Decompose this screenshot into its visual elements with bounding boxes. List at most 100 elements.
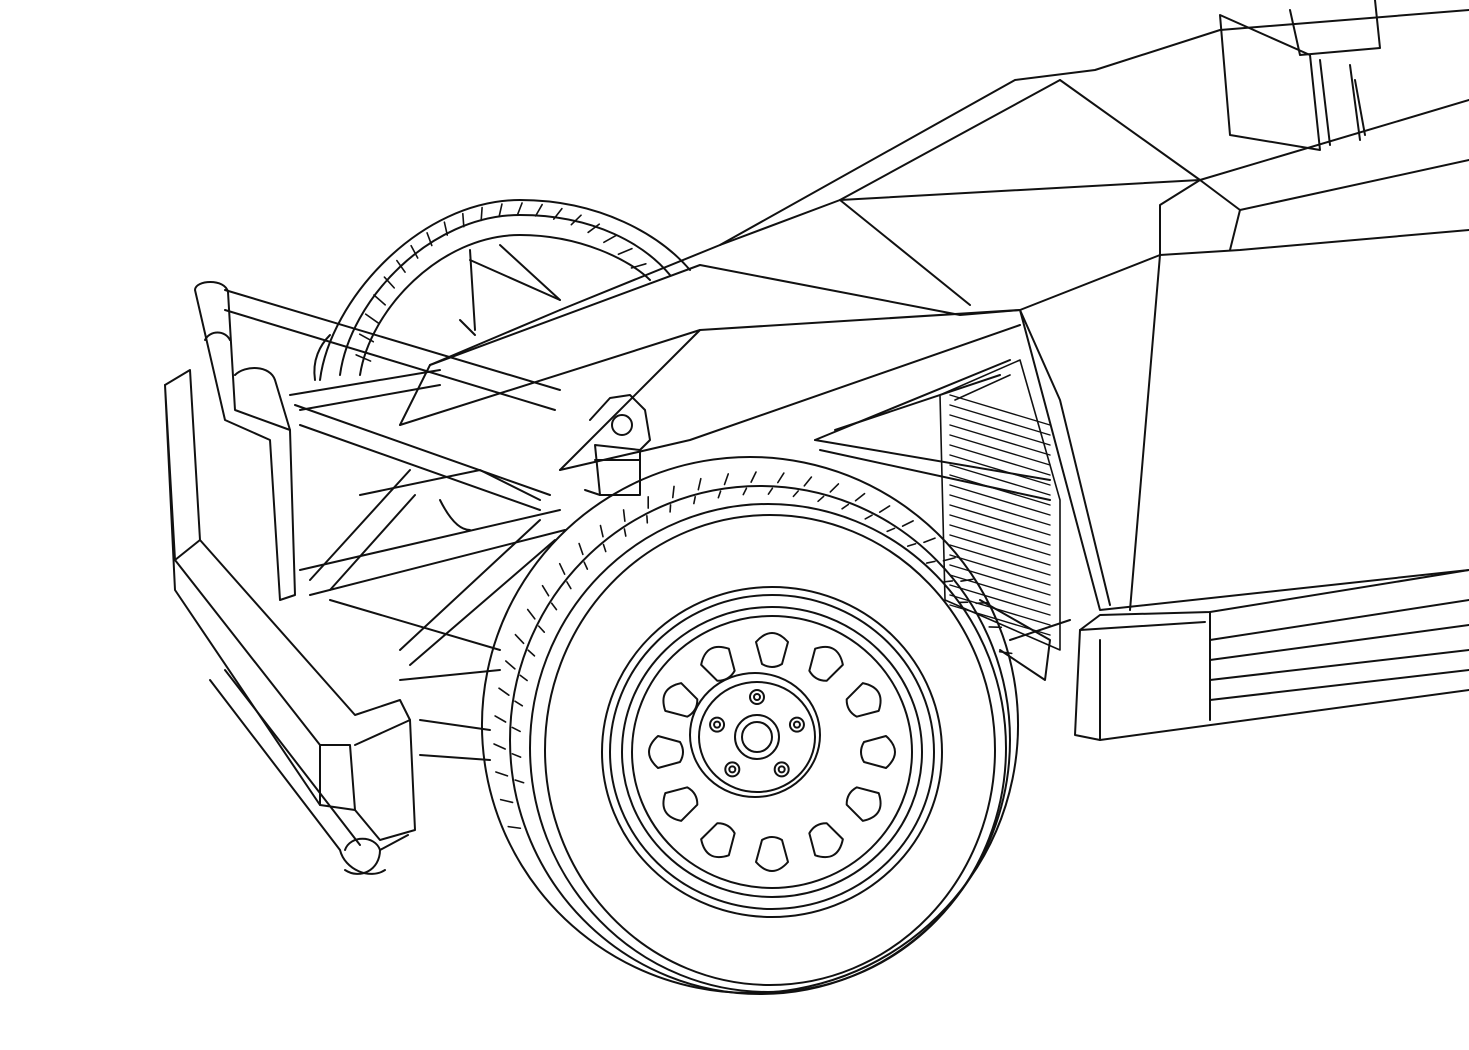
- grille-slat: [949, 434, 1051, 466]
- tread-mark: [841, 503, 850, 510]
- tread-mark: [383, 276, 395, 289]
- tread-mark: [878, 505, 891, 513]
- wheel-lug-nuts: [709, 689, 805, 778]
- tread-mark: [630, 262, 647, 269]
- grille-slat: [949, 394, 1051, 426]
- front-frame: [224, 289, 1071, 761]
- tread-mark: [537, 625, 546, 633]
- rim-hole: [662, 786, 699, 822]
- tread-mark: [358, 333, 375, 343]
- grille-hatching: [949, 394, 1051, 636]
- lug-nut-center: [777, 765, 786, 774]
- grille-slat: [949, 484, 1051, 516]
- tread-mark: [493, 743, 506, 750]
- grille-slat: [949, 424, 1051, 456]
- rim-hole: [648, 735, 684, 769]
- tread-mark: [511, 753, 522, 758]
- grille-slat: [949, 514, 1051, 546]
- rim-hole: [700, 645, 736, 682]
- side-skirt: [1074, 569, 1469, 741]
- rim-hole: [808, 822, 844, 859]
- grille-slat: [949, 444, 1051, 476]
- tread-mark: [519, 674, 528, 682]
- grille-slat: [949, 494, 1051, 526]
- tread-mark: [410, 244, 419, 259]
- front-bumper: [164, 281, 416, 875]
- tread-mark: [498, 203, 503, 218]
- tread-mark: [767, 487, 774, 495]
- tread-mark: [443, 221, 449, 236]
- rim-hole: [755, 632, 789, 668]
- tread-mark: [998, 650, 1013, 655]
- tread-mark: [558, 562, 566, 575]
- tread-mark: [494, 715, 507, 723]
- rim-hole: [662, 682, 699, 718]
- tread-mark: [480, 206, 483, 222]
- grille-slat: [949, 594, 1051, 626]
- tread-mark: [854, 492, 866, 502]
- tread-mark: [906, 542, 917, 547]
- tread-mark: [495, 771, 509, 777]
- tread-mark: [566, 581, 572, 590]
- rim-hole: [845, 786, 882, 822]
- tread-mark: [717, 490, 722, 499]
- grille-slat: [949, 564, 1051, 596]
- tread-mark: [505, 660, 516, 670]
- grille-slat: [949, 464, 1051, 496]
- tread-mark: [514, 779, 525, 784]
- tread-mark: [693, 495, 697, 505]
- tread-mark: [829, 483, 840, 493]
- lug-nut-center: [753, 693, 761, 701]
- front-wheel-tread: [493, 471, 1013, 830]
- tread-mark: [803, 476, 813, 487]
- tread-mark: [570, 214, 582, 226]
- wheel-rim-holes: [648, 632, 896, 872]
- tread-mark: [552, 207, 563, 220]
- tread-mark: [886, 527, 896, 533]
- lug-nut: [724, 761, 741, 778]
- tread-mark: [396, 259, 406, 273]
- tread-mark: [462, 212, 465, 228]
- tread-mark: [603, 234, 618, 244]
- tread-mark: [514, 633, 525, 645]
- lug-nut-center: [728, 765, 737, 774]
- tread-mark: [373, 294, 386, 306]
- rear-wheel-tread: [355, 202, 647, 362]
- tread-mark: [355, 354, 372, 362]
- tread-mark: [499, 798, 514, 804]
- tread-mark: [578, 542, 584, 556]
- grille-slat: [949, 454, 1051, 486]
- shock-mount: [584, 394, 651, 496]
- tread-mark: [498, 687, 510, 696]
- side-grille: [939, 359, 1061, 651]
- tread-mark: [583, 561, 589, 570]
- tread-mark: [923, 537, 936, 544]
- tread-mark: [750, 471, 757, 483]
- lug-nut: [788, 716, 805, 733]
- tread-mark: [599, 524, 604, 538]
- lug-nut-center: [713, 720, 722, 729]
- grille-slat: [949, 404, 1051, 436]
- tread-mark: [507, 825, 522, 830]
- tread-mark: [776, 472, 785, 484]
- tread-mark: [587, 223, 601, 234]
- rim-hole: [845, 682, 882, 718]
- tread-mark: [602, 543, 607, 553]
- tread-mark: [550, 602, 558, 611]
- body-shell: [399, 0, 1469, 611]
- grille-slat: [949, 554, 1051, 586]
- tread-mark: [864, 514, 873, 520]
- tread-mark: [925, 560, 936, 564]
- rim-hole: [755, 836, 789, 872]
- tread-mark: [526, 608, 536, 620]
- rim-hole: [808, 645, 844, 682]
- tread-mark: [623, 528, 627, 537]
- tread-mark: [792, 490, 799, 498]
- lug-nut-center: [792, 720, 801, 729]
- tread-mark: [541, 584, 550, 597]
- grille-slat: [949, 544, 1051, 576]
- grille-slat: [949, 524, 1051, 556]
- tread-mark: [617, 247, 633, 256]
- tread-mark: [426, 232, 433, 247]
